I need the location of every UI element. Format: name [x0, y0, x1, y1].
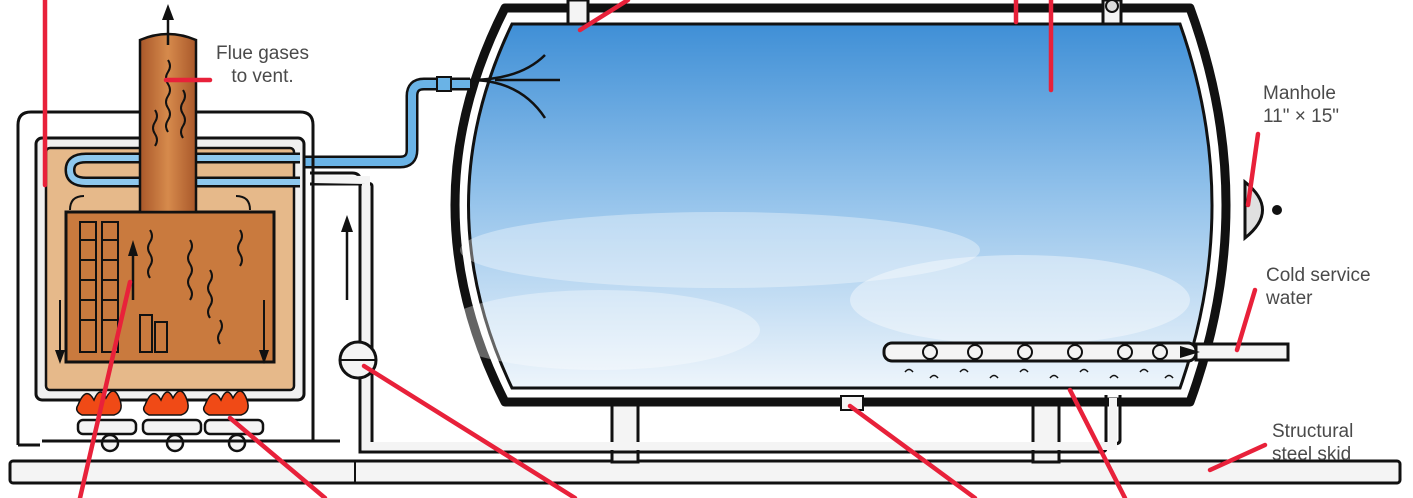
flue-gases-line2: to vent.	[216, 65, 309, 88]
cold-water-line2: water	[1266, 287, 1371, 310]
cold-service-water-label: Cold service water	[1266, 264, 1371, 310]
manhole-line1: Manhole	[1263, 82, 1339, 105]
manhole-line2: 11" × 15"	[1263, 105, 1339, 128]
flue-gases-label: Flue gases to vent.	[216, 42, 309, 88]
skid-line1: Structural	[1272, 420, 1353, 443]
hot-water-pipe	[300, 77, 470, 162]
flow-arrow-up	[341, 215, 353, 300]
cold-water-line1: Cold service	[1266, 264, 1371, 287]
structural-skid-label: Structural steel skid	[1272, 420, 1353, 466]
skid-line2: steel skid	[1272, 443, 1353, 466]
flue-gases-line1: Flue gases	[216, 42, 309, 65]
steel-skid	[10, 461, 1400, 483]
manhole-label: Manhole 11" × 15"	[1263, 82, 1339, 128]
